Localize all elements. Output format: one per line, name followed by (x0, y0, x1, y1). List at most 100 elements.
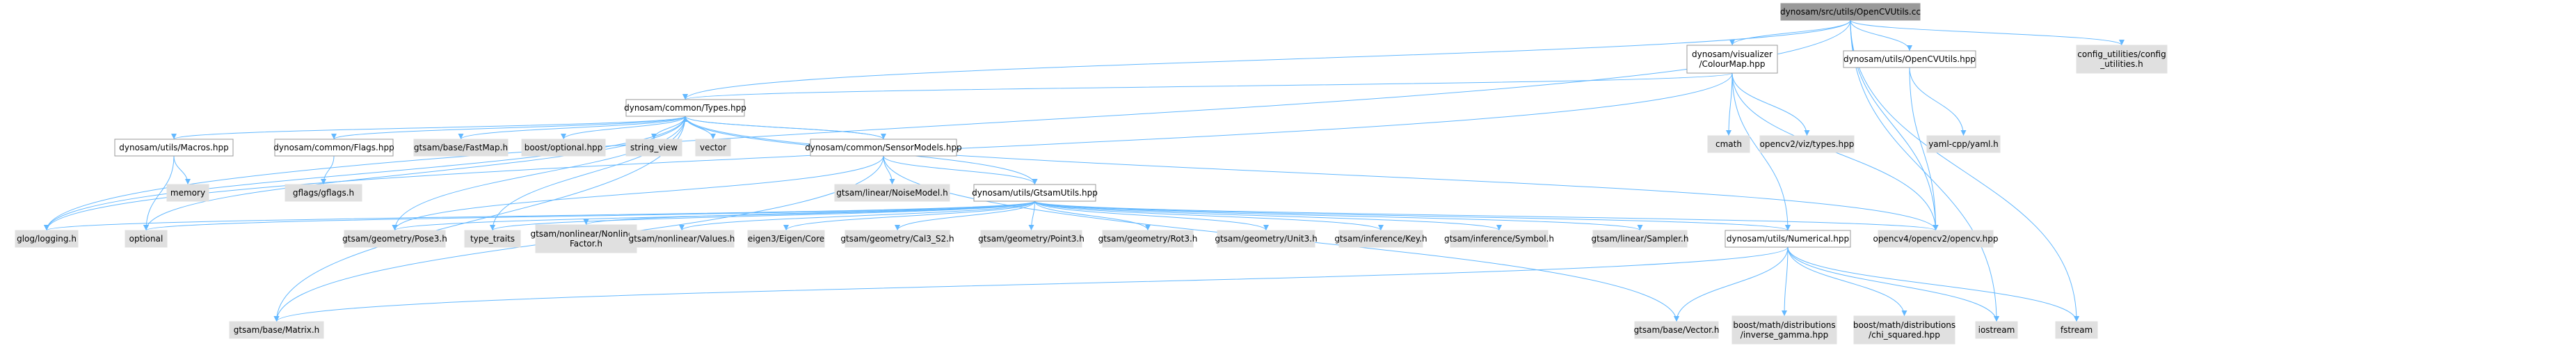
node-box (1725, 230, 1851, 248)
edge-types-hpp-to-type-traits (490, 116, 686, 231)
edge-numerical-hpp-to-vector-h (1674, 246, 1789, 322)
edge-types-hpp-to-opencv-hpp (685, 116, 1939, 231)
node-values: gtsam/nonlinear/Values.h (629, 230, 735, 248)
node-label: dynosam/utils/OpenCVUtils.hpp (1843, 54, 1976, 64)
node-label: boost/math/distributions (1853, 320, 1955, 330)
node-label: gtsam/inference/Key.h (1334, 234, 1427, 244)
node-opencvutils-hpp[interactable]: dynosam/utils/OpenCVUtils.hpp (1843, 50, 1976, 68)
node-box (535, 224, 637, 253)
node-numerical-hpp[interactable]: dynosam/utils/Numerical.hpp (1725, 230, 1851, 248)
node-label: dynosam/utils/Numerical.hpp (1727, 234, 1849, 244)
edge-numerical-hpp-to-iostream (1787, 246, 1999, 322)
node-label: gtsam/base/Matrix.h (234, 325, 320, 335)
node-label: gtsam/nonlinear/Values.h (629, 234, 735, 244)
node-box (1634, 321, 1719, 339)
node-box (1450, 230, 1549, 248)
node-box (845, 230, 950, 248)
node-box (285, 184, 362, 202)
node-chi-squared: boost/math/distributions/chi_squared.hpp (1853, 315, 1955, 345)
node-point3: gtsam/geometry/Point3.h (978, 230, 1085, 248)
node-flags-hpp[interactable]: dynosam/common/Flags.hpp (273, 139, 394, 157)
node-gtsamutils-hpp[interactable]: dynosam/utils/GtsamUtils.hpp (972, 184, 1098, 202)
edge-numerical-hpp-to-inverse-gamma (1782, 246, 1789, 317)
node-box (114, 139, 234, 157)
node-box (166, 184, 209, 202)
node-box (695, 139, 731, 157)
node-label: fstream (2061, 325, 2093, 335)
node-opencv-hpp: opencv4/opencv2/opencv.hpp (1873, 230, 1999, 248)
node-macros-hpp[interactable]: dynosam/utils/Macros.hpp (114, 139, 234, 157)
edge-opencvutils-cc-to-fstream (1850, 19, 2079, 322)
node-box (980, 230, 1082, 248)
node-label: gtsam/base/Vector.h (1634, 325, 1720, 335)
node-types-hpp[interactable]: dynosam/common/Types.hpp (624, 99, 746, 117)
node-yaml-cpp: yaml-cpp/yaml.h (1926, 135, 2001, 153)
node-box (625, 99, 745, 117)
edge-gtsamutils-hpp-to-numerical-hpp (1034, 200, 1791, 231)
node-box (521, 139, 606, 157)
node-gflags: gflags/gflags.h (285, 184, 362, 202)
node-label: boost/math/distributions (1733, 320, 1835, 330)
edge-types-hpp-to-flags-hpp (331, 116, 686, 140)
node-iostream: iostream (1975, 321, 2018, 339)
node-label: glog/logging.h (17, 234, 77, 244)
node-sensormodels-hpp[interactable]: dynosam/common/SensorModels.hpp (805, 139, 962, 157)
node-label: dynosam/common/SensorModels.hpp (805, 143, 961, 152)
node-label: memory (170, 188, 205, 198)
node-label: dynosam/utils/Macros.hpp (119, 143, 229, 152)
edge-gtsamutils-hpp-to-sampler (1034, 200, 1643, 231)
edge-gtsamutils-hpp-to-values (679, 200, 1035, 231)
node-cmath: cmath (1707, 135, 1750, 153)
node-label: type_traits (470, 234, 515, 244)
node-label: string_view (630, 143, 678, 152)
node-label: iostream (1978, 325, 2015, 335)
node-opencvutils-cc[interactable]: dynosam/src/utils/OpenCVUtils.cc (1780, 3, 1921, 21)
node-box (1878, 230, 1994, 248)
node-noisemodel: gtsam/linear/NoiseModel.h (834, 184, 950, 202)
edge-gtsamutils-hpp-to-unit3 (1034, 200, 1269, 231)
edge-gtsamutils-hpp-to-eigen-core (783, 200, 1035, 231)
node-box (629, 230, 735, 248)
node-label: yaml-cpp/yaml.h (1928, 139, 1999, 149)
edge-sensormodels-hpp-to-noisemodel (883, 155, 895, 185)
node-box (229, 321, 324, 339)
edge-types-hpp-to-boost-optional (561, 116, 686, 140)
node-label: /ColourMap.hpp (1699, 59, 1766, 69)
edge-types-hpp-to-vector (685, 116, 716, 140)
edge-gtsamutils-hpp-to-point3 (1028, 200, 1035, 231)
node-colourmap-hpp[interactable]: dynosam/visualizer/ColourMap.hpp (1686, 45, 1778, 74)
node-box (274, 139, 394, 157)
node-box (1780, 3, 1921, 21)
edge-opencvutils-hpp-to-opencv-hpp (1909, 67, 1939, 231)
node-label: vector (700, 143, 726, 152)
node-label: optional (129, 234, 163, 244)
edge-types-hpp-to-glog (44, 116, 686, 231)
node-label: gtsam/geometry/Point3.h (978, 234, 1085, 244)
edge-flags-hpp-to-gflags (321, 155, 335, 185)
node-pose3: gtsam/geometry/Pose3.h (342, 230, 447, 248)
node-box (973, 184, 1096, 202)
node-box (1853, 315, 1955, 345)
edge-sensormodels-hpp-to-gtsamutils-hpp (883, 155, 1038, 185)
edge-sensormodels-hpp-to-pose3 (392, 155, 884, 231)
node-vector: vector (695, 139, 731, 157)
node-box (1759, 135, 1855, 153)
node-key: gtsam/inference/Key.h (1334, 230, 1427, 248)
node-label: dynosam/src/utils/OpenCVUtils.cc (1780, 7, 1921, 17)
node-layer: dynosam/src/utils/OpenCVUtils.cc dynosam/… (15, 3, 2168, 345)
node-label: _utilities.h (2099, 59, 2143, 69)
node-box (413, 139, 509, 157)
node-box (1592, 230, 1688, 248)
node-label: dynosam/common/Flags.hpp (273, 143, 394, 152)
node-label: gtsam/base/FastMap.h (414, 143, 508, 152)
node-sampler: gtsam/linear/Sampler.h (1592, 230, 1689, 248)
node-box (2055, 321, 2098, 339)
edge-gtsamutils-hpp-to-opencv-hpp (1034, 200, 1938, 231)
node-box (747, 230, 825, 248)
node-fstream: fstream (2055, 321, 2098, 339)
node-box (464, 230, 521, 248)
edge-numerical-hpp-to-chi-squared (1787, 246, 1907, 317)
node-type-traits: type_traits (464, 230, 521, 248)
node-label: gtsam/linear/Sampler.h (1592, 234, 1689, 244)
edge-gtsamutils-hpp-to-cal3-s2 (895, 200, 1035, 231)
